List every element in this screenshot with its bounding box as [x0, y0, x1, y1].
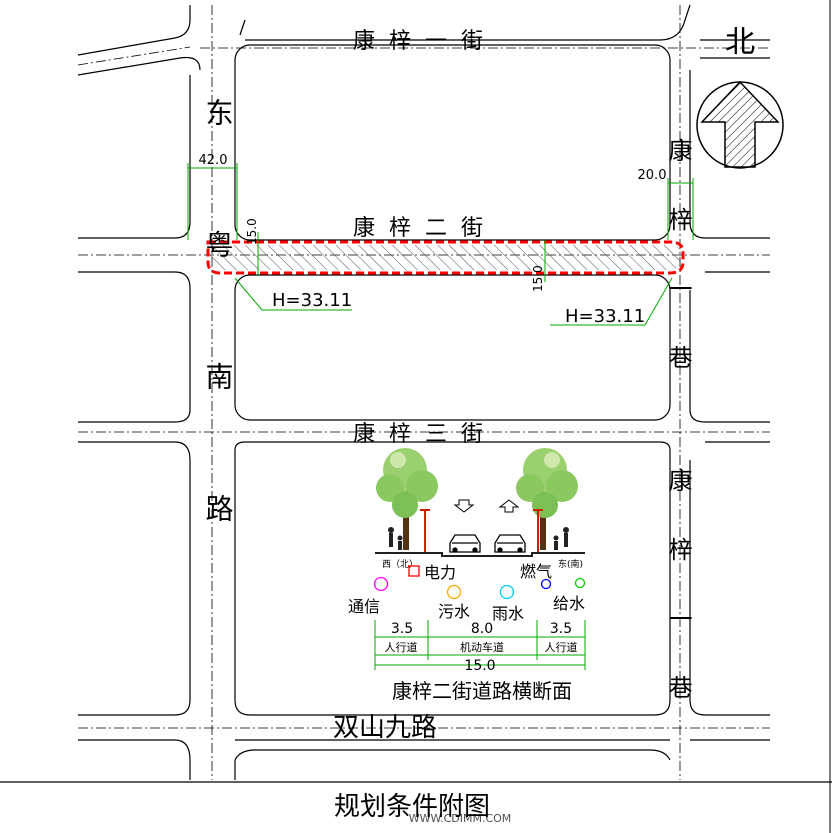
- pedestrian-right: [553, 527, 569, 550]
- width-sidewalk-right: 3.5: [550, 621, 572, 637]
- utility-gas-label: 燃气: [520, 562, 552, 581]
- utility-power-label: 电力: [424, 563, 456, 582]
- lane-sidewalk-left: 人行道: [385, 640, 418, 654]
- rainwater-marker: [499, 584, 515, 600]
- street-dong-yue-nan-lu: 东粤南路: [202, 98, 235, 626]
- street-kangzi-1-xiang-top: 康梓一巷: [664, 138, 692, 414]
- side-right-label: 东(南): [558, 558, 583, 570]
- width-total: 15.0: [464, 658, 495, 674]
- utility-sewage-label: 污水: [438, 602, 470, 621]
- street-kangzi-1-jie: 康梓一街: [353, 29, 497, 54]
- width-carriageway: 8.0: [471, 621, 493, 637]
- utility-rainwater-label: 雨水: [492, 604, 524, 623]
- telecom-marker: [373, 576, 389, 592]
- north-arrow: [696, 80, 784, 169]
- dim-left-width: 42.0: [199, 153, 228, 168]
- kangzi-2-jie-redline: [206, 240, 685, 275]
- car-right: [494, 534, 526, 553]
- lane-sidewalk-right: 人行道: [545, 640, 578, 654]
- cross-section-title: 康梓二街道路横断面: [392, 679, 572, 703]
- elevation-right: H=33.11: [565, 306, 645, 327]
- tree-left: [376, 448, 438, 550]
- pedestrian-left: [388, 527, 403, 550]
- car-left: [449, 534, 481, 553]
- street-kangzi-3-jie: 康梓三街: [353, 422, 497, 447]
- dim-right-setback: 15.0: [531, 265, 545, 292]
- dim-left-setback: 15.0: [245, 218, 259, 245]
- street-kangzi-2-jie: 康梓二街: [353, 216, 497, 241]
- footer-title: 规划条件附图: [334, 792, 490, 822]
- watermark: WWW.CDIMM.COM: [409, 812, 512, 825]
- dim-right-width: 20.0: [638, 168, 667, 183]
- tree-right: [516, 448, 578, 550]
- water-supply-marker: [574, 577, 586, 589]
- cross-section: 西（北） 东(南) 电力 燃气 通信 污水 雨水 给水 3.5 8.0 3.5 …: [348, 448, 586, 703]
- street-kangzi-1-xiang-bottom: 康梓一巷: [664, 468, 692, 744]
- utility-telecom-label: 通信: [348, 597, 380, 616]
- elevation-left: H=33.11: [272, 290, 352, 311]
- lane-carriageway: 机动车道: [460, 640, 504, 654]
- power-marker: [408, 565, 420, 577]
- arrow-down-icon: [453, 499, 475, 513]
- north-label: 北: [725, 25, 755, 60]
- width-sidewalk-left: 3.5: [391, 621, 413, 637]
- arrow-up-icon: [498, 499, 520, 513]
- utility-water-supply-label: 给水: [553, 594, 585, 613]
- side-left-label: 西（北）: [382, 559, 418, 570]
- road-network: [77, 4, 770, 780]
- dimension-lines: [187, 163, 694, 326]
- sewage-marker: [446, 584, 462, 600]
- gas-marker: [540, 578, 552, 590]
- street-shuangshan-9-lu: 双山九路: [333, 713, 437, 743]
